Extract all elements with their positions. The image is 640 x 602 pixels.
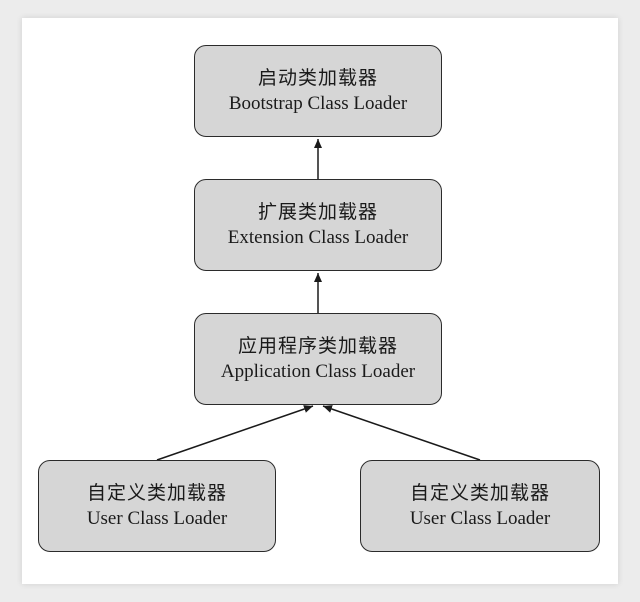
- node-label-en: Extension Class Loader: [227, 227, 409, 248]
- node-label-cn: 自定义类加载器: [409, 482, 550, 504]
- application-class-loader-node: 应用程序类加载器 Application Class Loader: [194, 313, 442, 405]
- node-label-en: User Class Loader: [409, 508, 551, 529]
- user-class-loader-node-left: 自定义类加载器 User Class Loader: [38, 460, 276, 552]
- extension-class-loader-node: 扩展类加载器 Extension Class Loader: [194, 179, 442, 271]
- node-label-cn: 扩展类加载器: [257, 201, 378, 223]
- node-label-cn: 自定义类加载器: [86, 482, 227, 504]
- user-class-loader-node-right: 自定义类加载器 User Class Loader: [360, 460, 600, 552]
- node-label-en: Bootstrap Class Loader: [228, 93, 408, 114]
- node-label-en: User Class Loader: [86, 508, 228, 529]
- bootstrap-class-loader-node: 启动类加载器 Bootstrap Class Loader: [194, 45, 442, 137]
- node-label-cn: 启动类加载器: [257, 67, 378, 89]
- node-label-en: Application Class Loader: [220, 361, 416, 382]
- node-label-cn: 应用程序类加载器: [237, 335, 398, 357]
